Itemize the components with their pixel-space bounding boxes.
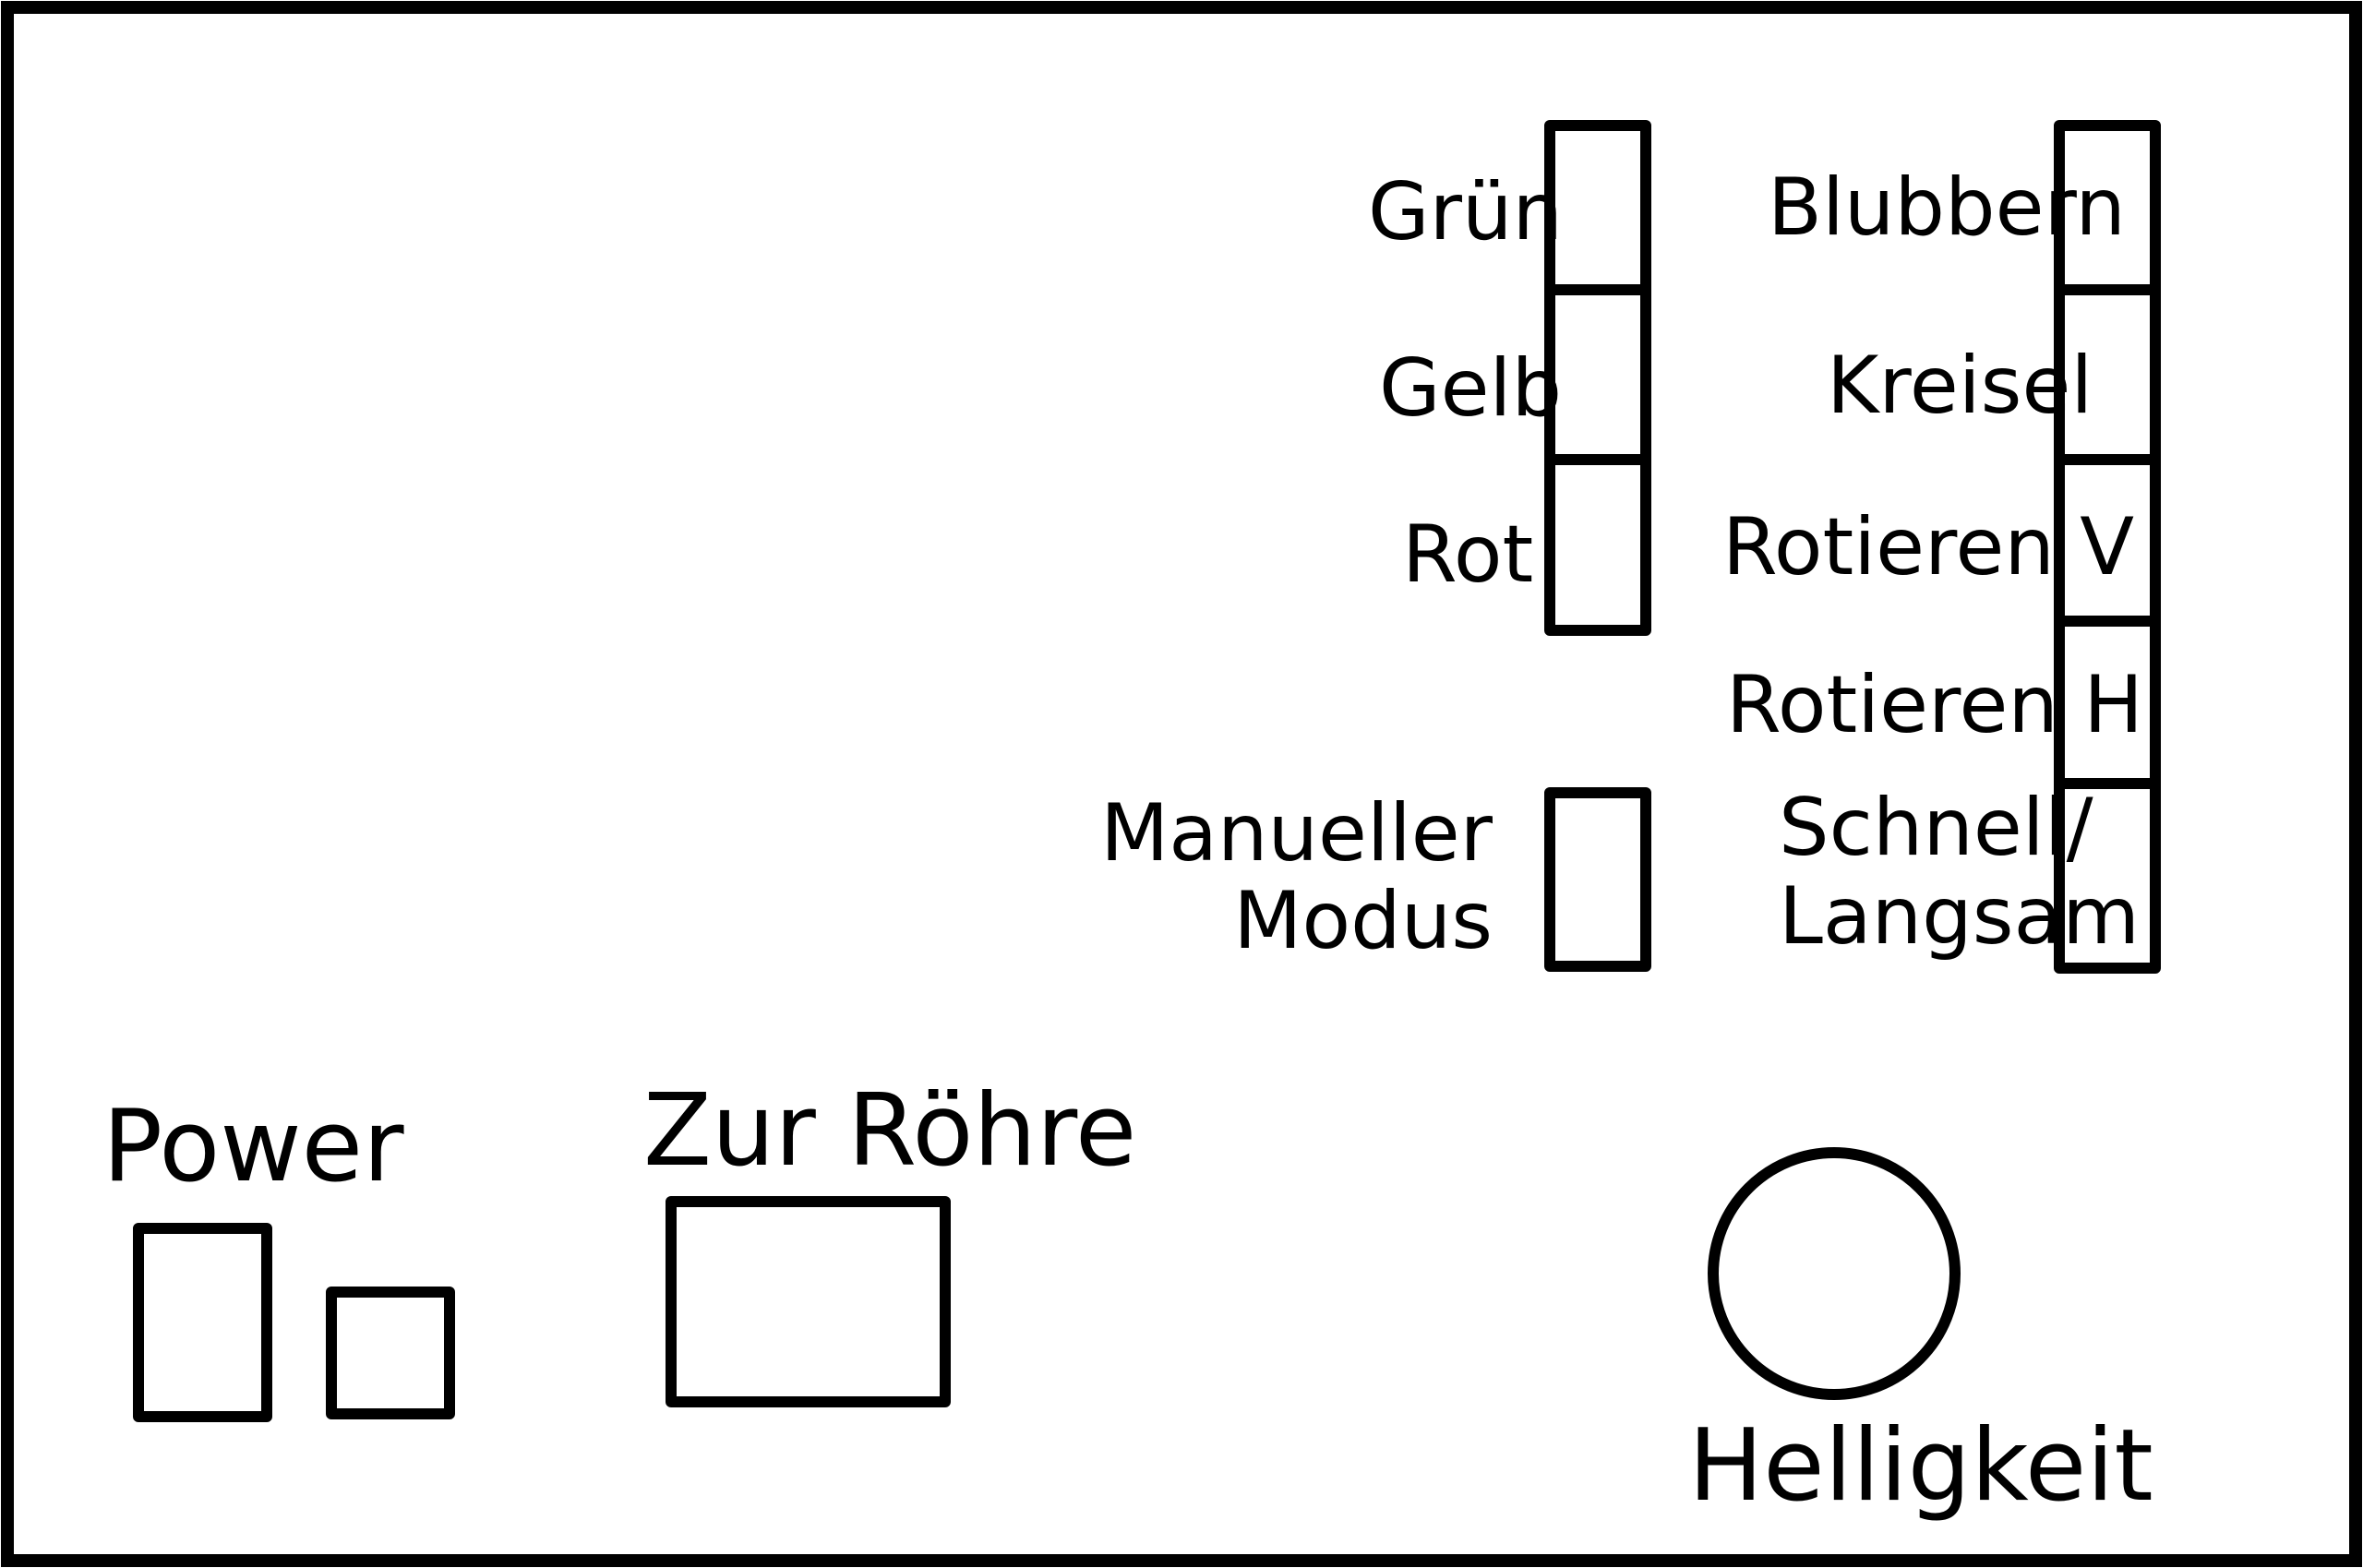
brightness-knob [1708, 1147, 1961, 1400]
label-manueller: Manueller [1100, 787, 1493, 880]
label-zur-roehre: Zur Röhre [643, 1073, 1136, 1189]
label-gruen: Grün [1368, 166, 1563, 258]
power-switch [133, 1223, 272, 1422]
switch-manual-mode [1544, 787, 1651, 972]
label-gelb: Gelb [1379, 342, 1562, 435]
label-schnell: Schnell/ [1779, 782, 2093, 874]
label-rotieren-h: Rotieren H [1726, 659, 2143, 751]
switch-rot [1544, 454, 1651, 636]
label-helligkeit: Helligkeit [1688, 1408, 2153, 1524]
tube-connector [666, 1196, 951, 1407]
switch-speed [2054, 778, 2161, 974]
label-blubbern: Blubbern [1768, 162, 2126, 254]
label-rotieren-v: Rotieren V [1722, 501, 2134, 593]
label-rot: Rot [1402, 509, 1533, 601]
label-kreisel: Kreisel [1827, 340, 2093, 432]
label-modus: Modus [1233, 875, 1493, 967]
power-socket [326, 1287, 455, 1419]
label-langsam: Langsam [1779, 870, 2140, 963]
label-power: Power [102, 1089, 404, 1204]
